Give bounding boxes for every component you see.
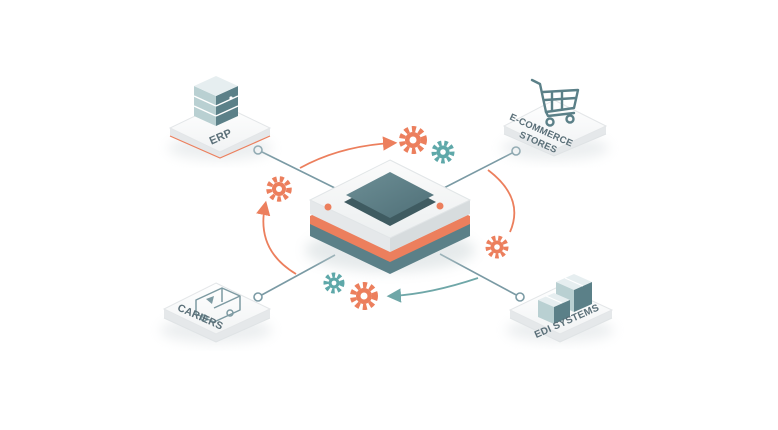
carriers-node: CARIERS: [160, 282, 272, 343]
package-boxes-icon: [538, 274, 592, 324]
server-stack-icon: [193, 76, 239, 126]
gear-group-bottom: [323, 272, 378, 310]
hub-indicator-dot: [436, 202, 444, 210]
flow-arrow-right: [487, 169, 516, 233]
connector-erp: [257, 149, 346, 194]
gear-icon: [399, 126, 427, 154]
connector-ecommerce: [437, 150, 517, 192]
flow-arrow-left: [256, 200, 297, 275]
edi-node: EDI SYSTEMS: [506, 274, 614, 343]
gear-icon: [350, 282, 378, 310]
integration-hub-icon: [344, 172, 436, 226]
flow-arrow-bottom: [386, 277, 479, 303]
flow-arrow-top: [299, 136, 398, 169]
gear-icon: [266, 176, 292, 202]
endpoint-edi: [515, 292, 525, 302]
gear-icon: [485, 235, 509, 259]
endpoint-carriers: [253, 292, 263, 302]
gear-icon: [431, 140, 455, 164]
hub-indicator-dot: [324, 203, 332, 211]
gear-icon: [323, 272, 345, 294]
erp-node: ERP: [168, 76, 272, 160]
shopping-cart-icon: [530, 78, 580, 127]
delivery-truck-icon: [195, 287, 241, 323]
central-hub: [305, 159, 475, 274]
ecommerce-node: E-COMMERCE STORES: [501, 78, 609, 160]
gear-group-top: [399, 126, 455, 164]
flow-arrows: [256, 136, 516, 303]
